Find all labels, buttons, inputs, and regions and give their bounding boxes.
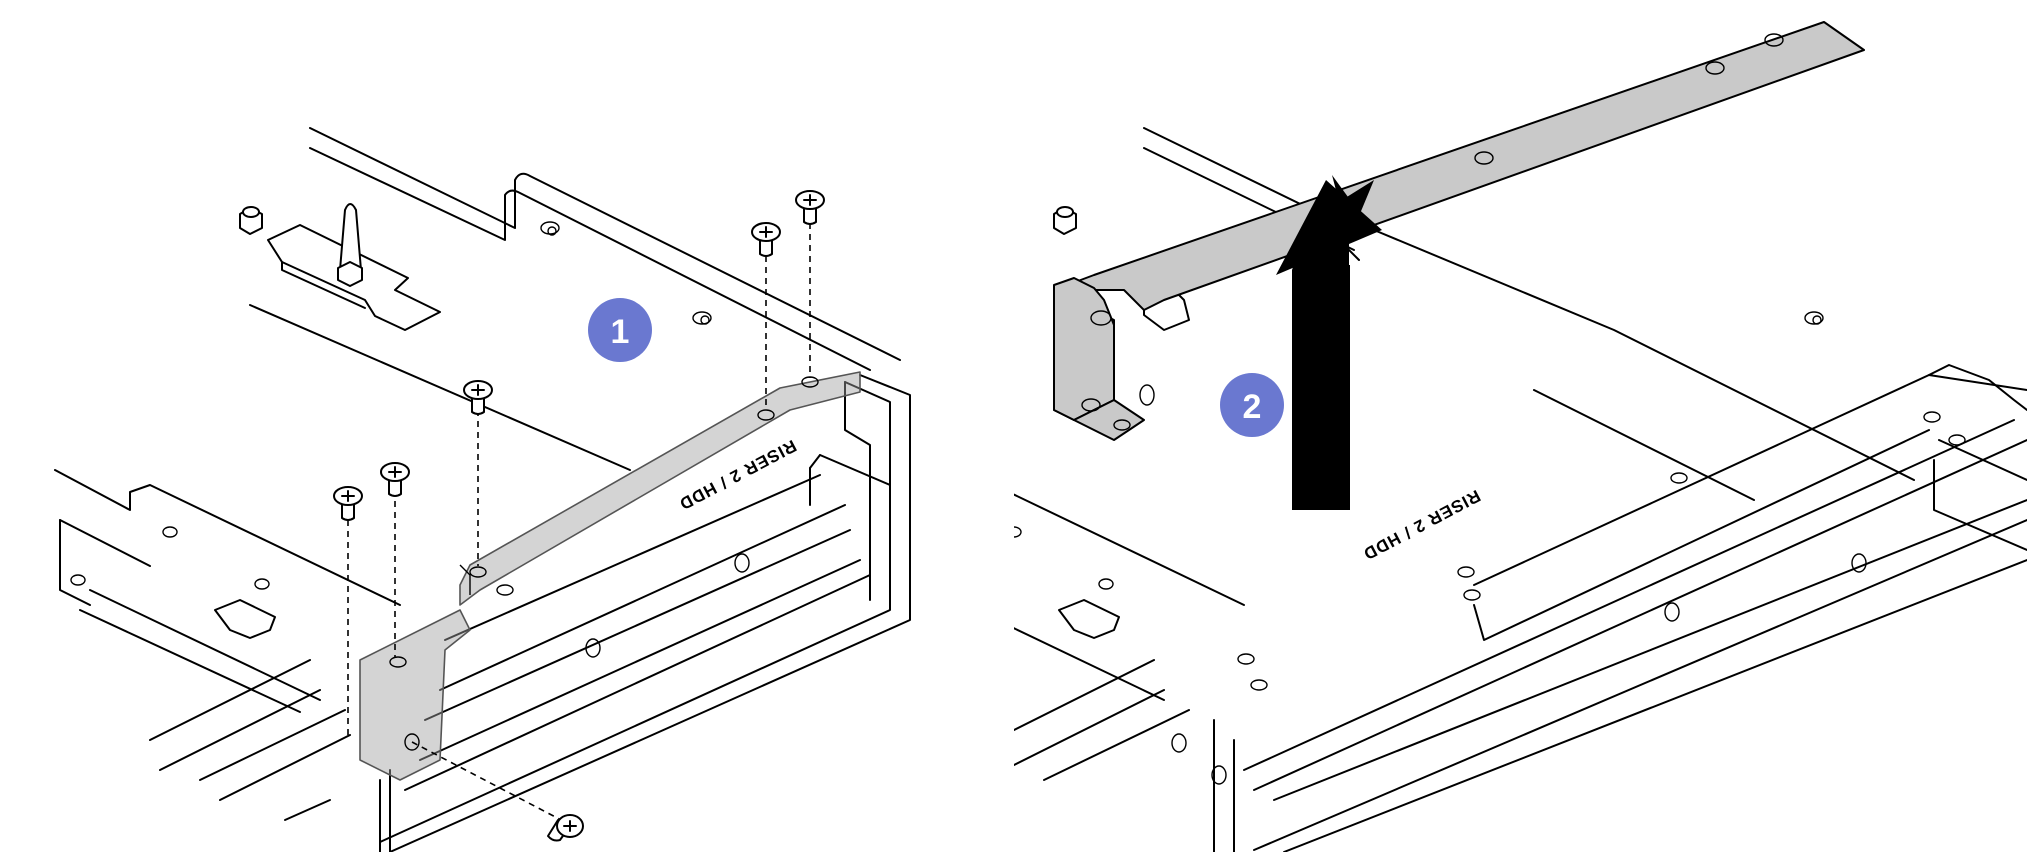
standoff-nut: [239, 206, 263, 235]
chassis-back-wall: [249, 127, 901, 471]
step-1-number: 1: [611, 313, 630, 351]
riser-hdd-bracket: [1053, 21, 1865, 441]
step-1-panel: RISER 2 / HDD: [0, 0, 1013, 852]
chassis-back-wall: [1143, 127, 1915, 501]
screw-icon: [751, 222, 781, 257]
screw-icon: [795, 190, 825, 225]
left-rail: [54, 469, 401, 821]
step-badge-icon: 1: [588, 298, 652, 362]
screw-icon: [547, 814, 584, 842]
screw-paths: [347, 212, 811, 823]
screw-icon: [333, 486, 363, 521]
left-rail: [1014, 493, 1245, 781]
chassis-body: [379, 374, 911, 852]
step-badge-icon: 2: [1220, 373, 1284, 437]
bracket-label: RISER 2 / HDD: [1360, 486, 1484, 564]
bracket-screw-holes: [389, 376, 819, 751]
guide-pin-plate: [267, 203, 441, 331]
step-2-number: 2: [1243, 388, 1262, 426]
bracket-label-group: RISER 2 / HDD: [1360, 486, 1484, 564]
chassis-body: [1171, 364, 2027, 852]
step-2-panel: RISER 2 / HDD 2: [1014, 0, 2027, 852]
step-1-illustration: RISER 2 / HDD: [54, 127, 911, 852]
riser-hdd-bracket: [359, 371, 861, 781]
screw-icon: [380, 462, 410, 497]
screw-icon: [463, 380, 493, 415]
standoff-nut: [1053, 206, 1077, 235]
step-2-illustration: RISER 2 / HDD 2: [1014, 21, 2027, 852]
up-arrow-icon: [1276, 175, 1382, 510]
